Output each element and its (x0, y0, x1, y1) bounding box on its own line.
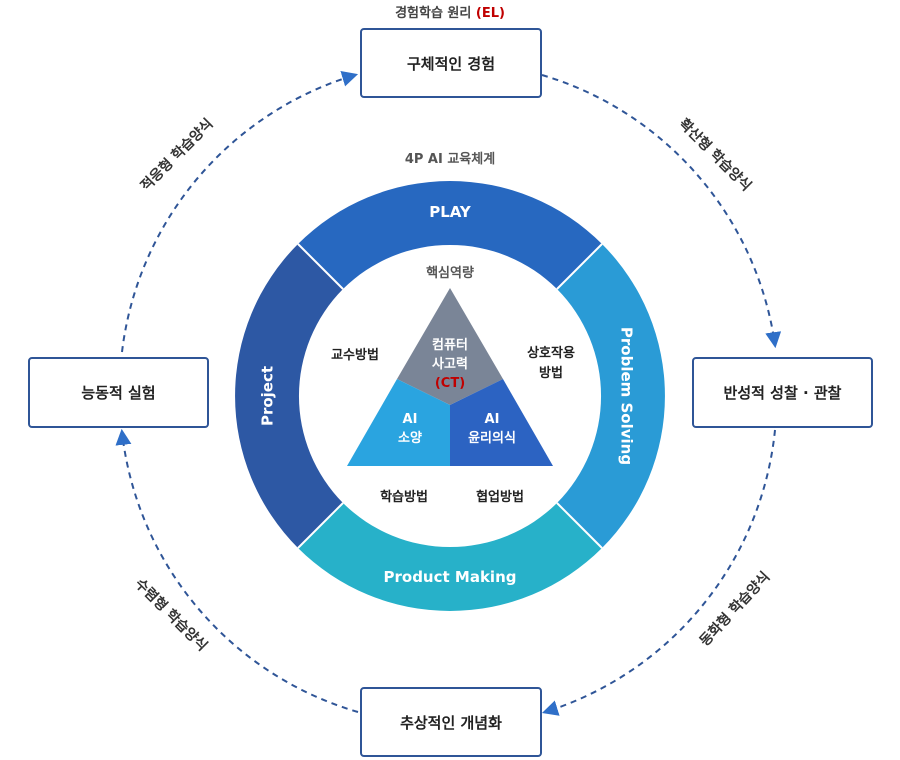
label-product-making: Product Making (384, 568, 517, 586)
label-interaction-method-1: 상호작용 (527, 345, 575, 361)
style-bottom-right: 동화형 학습양식 (696, 568, 773, 649)
el-principle-title: 경험학습 원리 (EL) (0, 2, 900, 21)
label-collaboration-method: 협업방법 (476, 489, 524, 505)
stage-abstract-conceptualization-label: 추상적인 개념화 (400, 713, 502, 732)
label-play: PLAY (429, 203, 472, 221)
ai-literacy-line-2: 소양 (398, 431, 422, 446)
triangle-ai-ethics (450, 379, 553, 466)
label-problem-solving: Problem Solving (618, 327, 636, 465)
stage-active-experimentation-label: 능동적 실험 (81, 384, 156, 402)
stage-active-experimentation: 능동적 실험 (28, 357, 209, 428)
arc-bottom-left (115, 428, 359, 713)
style-top-left: 적응형 학습양식 (137, 115, 216, 194)
stage-concrete-experience: 구체적인 경험 (360, 28, 542, 98)
arc-top-left (121, 71, 359, 353)
stage-reflective-observation: 반성적 성찰 · 관찰 (692, 357, 873, 428)
ai-system-title: 4P AI 교육체계 (405, 151, 495, 167)
label-core-competency: 핵심역량 (426, 265, 474, 281)
triangle-ct (397, 288, 503, 405)
ai-ethics-line-1: AI (485, 412, 500, 427)
ct-line-1: 컴퓨터 (432, 337, 468, 353)
style-bottom-left: 수렴형 학습양식 (132, 575, 211, 654)
segment-problem-solving (557, 244, 665, 548)
arc-bottom-right (541, 429, 776, 716)
label-project: Project (259, 366, 277, 426)
segment-project (235, 244, 343, 548)
stage-abstract-conceptualization: 추상적인 개념화 (360, 687, 542, 757)
el-principle-highlight: (EL) (475, 6, 505, 21)
ct-line-2: 사고력 (432, 356, 468, 372)
segment-product-making (298, 503, 602, 611)
style-top-right: 확산형 학습양식 (676, 115, 755, 194)
ct-line-3: (CT) (435, 376, 465, 391)
stage-concrete-experience-label: 구체적인 경험 (406, 54, 496, 73)
segment-play (298, 181, 602, 289)
ai-literacy-line-1: AI (403, 412, 418, 427)
label-learning-method: 학습방법 (380, 489, 428, 505)
triangle-ai-literacy (347, 379, 450, 466)
label-interaction-method-2: 방법 (539, 365, 563, 381)
label-teaching-method: 교수방법 (331, 347, 379, 363)
ai-ethics-line-2: 윤리의식 (468, 430, 516, 446)
arc-top-right (541, 74, 782, 349)
stage-reflective-observation-label: 반성적 성찰 · 관찰 (723, 384, 842, 402)
el-principle-label: 경험학습 원리 (395, 6, 472, 21)
